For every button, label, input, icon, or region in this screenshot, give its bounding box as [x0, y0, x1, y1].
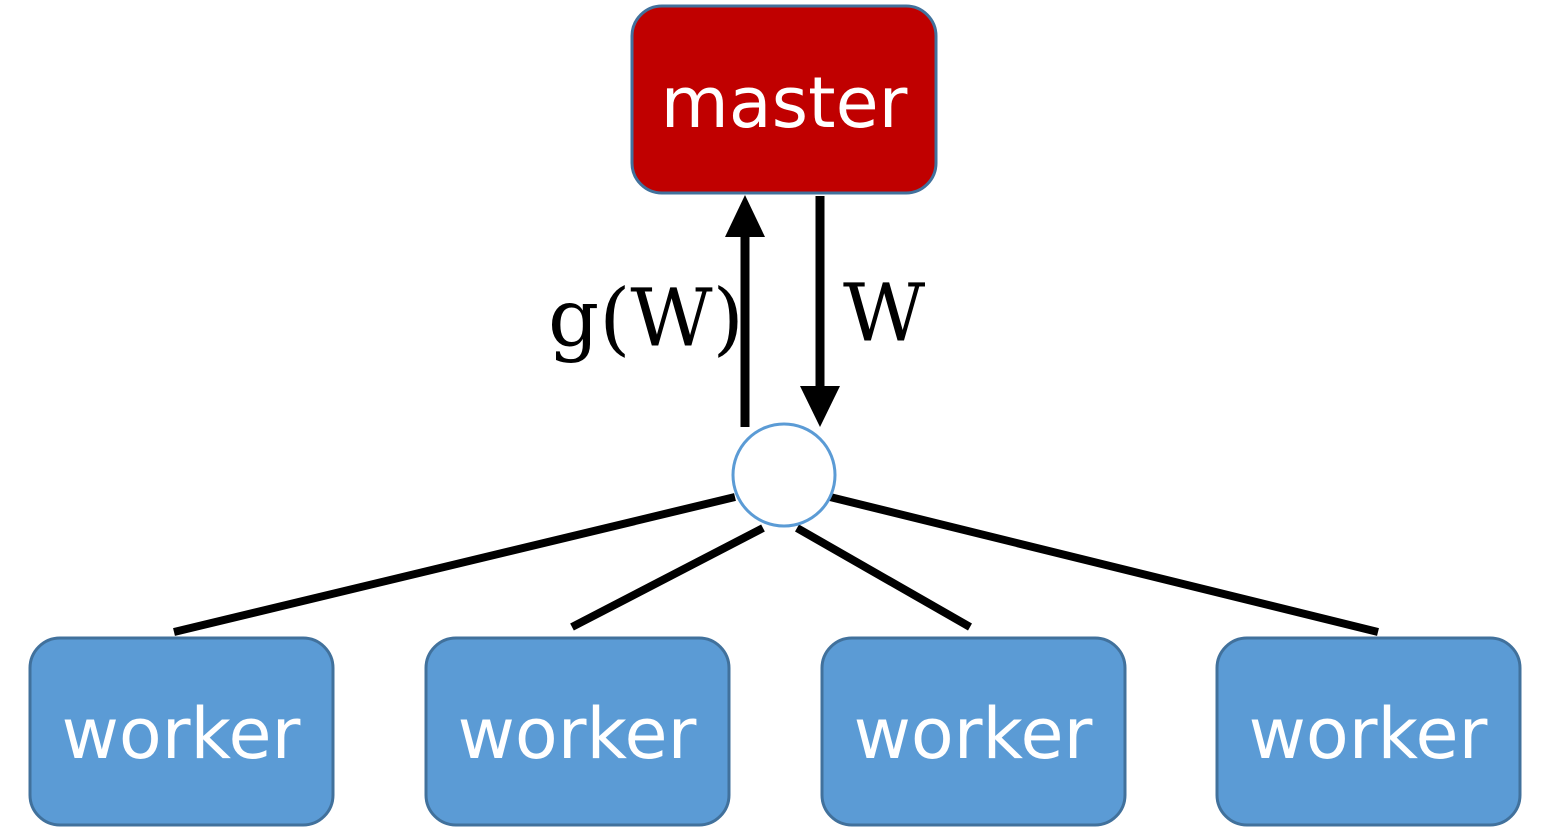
hub-connectors	[173, 493, 1379, 636]
worker-label: worker	[1249, 693, 1488, 775]
weights-down-arrow	[800, 196, 840, 427]
worker-label: worker	[62, 693, 301, 775]
weights-label: W	[843, 267, 925, 360]
master-box	[630, 4, 938, 195]
worker-box	[1215, 636, 1522, 827]
master-node: master	[630, 4, 938, 195]
aggregation-hub	[731, 422, 837, 528]
master-label: master	[661, 62, 908, 144]
worker-label: worker	[854, 693, 1093, 775]
worker-box	[424, 636, 731, 827]
up-arrowhead	[725, 195, 765, 237]
worker-node: worker	[1215, 636, 1522, 827]
worker-node: worker	[28, 636, 335, 827]
worker-box	[820, 636, 1127, 827]
worker-node: worker	[820, 636, 1127, 827]
connector-worker-4	[829, 493, 1379, 636]
worker-node: worker	[424, 636, 731, 827]
worker-box	[28, 636, 335, 827]
gradient-up-arrow	[725, 195, 765, 427]
connector-worker-1	[173, 493, 736, 636]
worker-label: worker	[458, 693, 697, 775]
connector-worker-2	[570, 524, 765, 631]
down-arrowhead	[800, 386, 840, 427]
connector-worker-3	[795, 524, 972, 631]
gradient-label: g(W)	[548, 272, 744, 365]
